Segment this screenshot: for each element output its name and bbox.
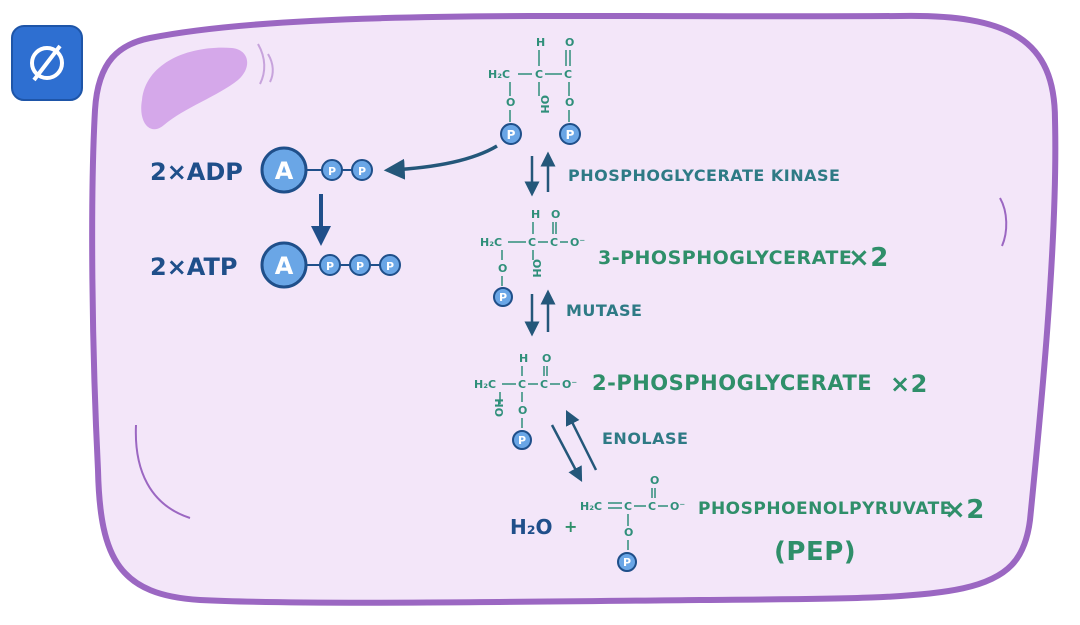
compound-pep-name: PHOSPHOENOLPYRUVATE: [698, 499, 952, 519]
svg-text:C: C: [518, 378, 526, 391]
svg-text:O: O: [650, 474, 659, 487]
phosphate-icon: P: [356, 260, 364, 273]
phosphate-icon: P: [617, 552, 637, 572]
sketch-stroke: [257, 43, 266, 85]
adenosine-icon: A: [275, 157, 294, 185]
svg-text:OH: OH: [530, 259, 543, 278]
compound-3pg-name: 3-PHOSPHOGLYCERATE: [598, 247, 852, 269]
svg-text:H₂C: H₂C: [474, 378, 496, 391]
enzyme-mutase-label: MUTASE: [566, 301, 642, 320]
phosphate-icon: P: [500, 123, 522, 145]
phosphate-icon: P: [328, 165, 336, 178]
svg-text:O: O: [565, 96, 574, 109]
svg-text:P: P: [507, 128, 516, 142]
adenosine-icon: A: [275, 252, 294, 280]
adp-molecule: A P P: [260, 146, 373, 194]
adp-label: 2×ADP: [150, 158, 243, 186]
svg-text:O⁻: O⁻: [670, 500, 685, 513]
svg-text:C: C: [648, 500, 656, 513]
phosphate-icon: P: [358, 165, 366, 178]
kinase-equilibrium-arrows: [524, 151, 556, 197]
sketch-stroke: [267, 53, 274, 83]
phosphate-icon: P: [386, 260, 394, 273]
mutase-equilibrium-arrows: [524, 289, 556, 337]
svg-text:C: C: [540, 378, 548, 391]
svg-text:O: O: [624, 526, 633, 539]
water-label: H₂O: [510, 515, 553, 539]
svg-text:H: H: [531, 208, 540, 221]
svg-text:H: H: [519, 352, 528, 365]
svg-text:H₂C: H₂C: [580, 500, 602, 513]
sketch-stroke: [999, 197, 1008, 247]
atom-h: H: [536, 36, 545, 49]
atp-label: 2×ATP: [150, 253, 237, 281]
compound-2pg-mult: ×2: [890, 370, 928, 398]
phosphate-transfer-arrow: [383, 144, 498, 180]
atom-oh: OH: [538, 95, 551, 114]
svg-text:O: O: [498, 262, 507, 275]
atp-molecule: A P P P: [260, 241, 401, 289]
compound-3pg-mult: ×2: [848, 243, 889, 273]
svg-text:P: P: [566, 128, 575, 142]
svg-text:O: O: [506, 96, 515, 109]
empty-set-icon: [30, 46, 64, 80]
phosphate-icon: P: [559, 123, 581, 145]
svg-text:O⁻: O⁻: [570, 236, 585, 249]
svg-text:O⁻: O⁻: [562, 378, 577, 391]
compound-2pg-name: 2-PHOSPHOGLYCERATE: [592, 371, 872, 395]
phosphate-icon: P: [512, 430, 532, 450]
svg-text:O: O: [551, 208, 560, 221]
phosphate-icon: P: [326, 260, 334, 273]
sketch-stroke: [134, 424, 191, 519]
svg-text:P: P: [623, 556, 631, 569]
svg-text:C: C: [528, 236, 536, 249]
atom-o: O: [565, 36, 574, 49]
molecule-3pg: H O H₂C C C O⁻ OH O P: [480, 208, 585, 307]
atom-h2c: H₂C: [488, 68, 510, 81]
svg-text:C: C: [535, 68, 543, 81]
plus-sign: +: [564, 517, 578, 536]
compound-pep-mult: ×2: [944, 495, 985, 525]
svg-text:H₂C: H₂C: [480, 236, 502, 249]
svg-text:C: C: [550, 236, 558, 249]
phosphate-icon: P: [493, 287, 513, 307]
empty-set-badge[interactable]: [11, 25, 83, 101]
enzyme-kinase-label: PHOSPHOGLYCERATE KINASE: [568, 166, 840, 185]
enzyme-enolase-label: ENOLASE: [602, 429, 688, 448]
svg-text:O: O: [542, 352, 551, 365]
enolase-equilibrium-arrows: [550, 409, 598, 482]
compound-pep-abbrev: (PEP): [774, 537, 856, 567]
molecule-2pg: H O H₂C C C O⁻ OH O P: [474, 352, 577, 450]
molecule-top: H O H₂C C C OH O O P P: [488, 36, 581, 145]
svg-text:O: O: [518, 404, 527, 417]
organelle-blob: [141, 47, 248, 130]
svg-text:C: C: [564, 68, 572, 81]
molecule-pep: O H₂C C C O⁻ O P: [580, 474, 685, 572]
svg-text:C: C: [624, 500, 632, 513]
svg-text:OH: OH: [493, 398, 506, 417]
svg-text:P: P: [518, 434, 526, 447]
svg-text:P: P: [499, 291, 507, 304]
